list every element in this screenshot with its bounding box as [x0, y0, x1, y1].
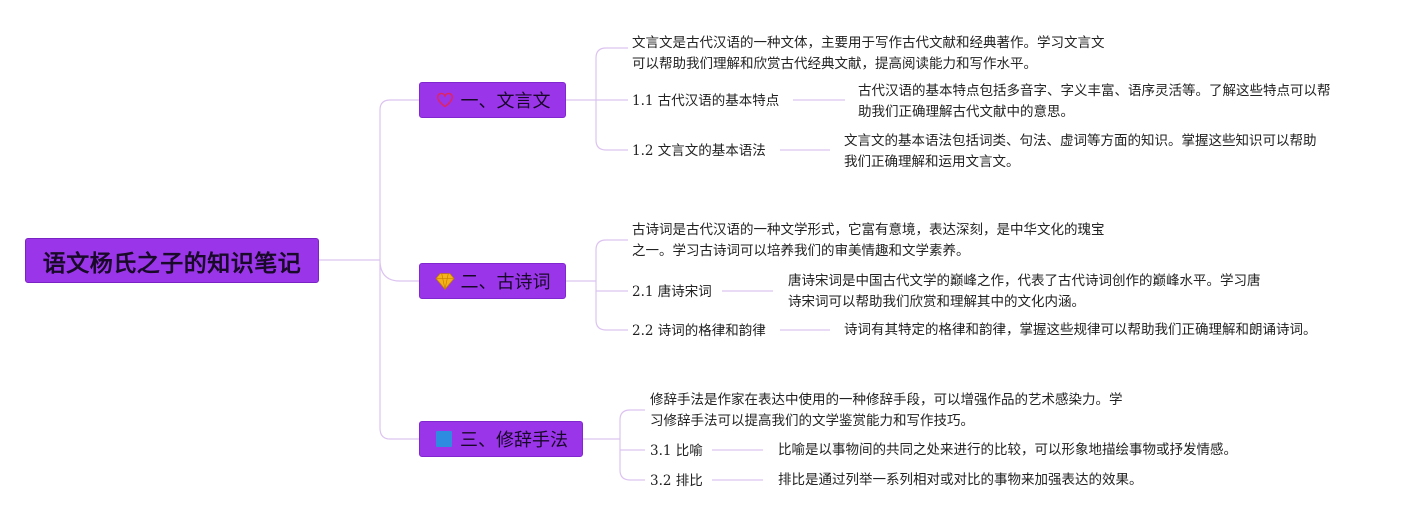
trunk-connector	[379, 99, 419, 440]
branch-2-connector	[566, 239, 628, 331]
sub-label-1-1[interactable]: 1.1 古代汉语的基本特点	[632, 93, 780, 109]
detail-text-3-1: 比喻是以事物间的共同之处来进行的比较，可以形象地描绘事物或抒发情感。	[778, 442, 1237, 458]
intro-text-1: 文言文是古代汉语的一种文体，主要用于写作古代文献和经典著作。学习文言文 可以帮助…	[632, 35, 1105, 72]
intro-text-2: 古诗词是古代汉语的一种文学形式，它富有意境，表达深刻，是中华文化的瑰宝 之一。学…	[632, 222, 1105, 259]
diamond-icon	[434, 271, 455, 291]
branch-node-xiucishoufa[interactable]: 三、修辞手法	[419, 421, 583, 457]
branch-1-connector	[566, 47, 628, 151]
sub-label-2-1[interactable]: 2.1 唐诗宋词	[632, 284, 712, 300]
sub-label-1-2[interactable]: 1.2 文言文的基本语法	[632, 143, 766, 159]
root-node[interactable]: 语文杨氏之子的知识笔记	[25, 238, 319, 283]
detail-text-1-1: 古代汉语的基本特点包括多音字、字义丰富、语序灵活等。了解这些特点可以帮 助我们正…	[858, 83, 1331, 120]
detail-text-2-2: 诗词有其特定的格律和韵律，掌握这些规律可以帮助我们正确理解和朗诵诗词。	[844, 322, 1317, 338]
branch-node-wenyanwen[interactable]: 一、文言文	[419, 82, 566, 118]
intro-text-3: 修辞手法是作家在表达中使用的一种修辞手段，可以增强作品的艺术感染力。学 习修辞手…	[650, 392, 1123, 429]
branch-title: 一、文言文	[460, 91, 551, 112]
branch-title: 三、修辞手法	[460, 430, 568, 451]
branch-node-gushici[interactable]: 二、古诗词	[419, 263, 566, 299]
sub-label-2-2[interactable]: 2.2 诗词的格律和韵律	[632, 323, 766, 339]
heart-icon	[435, 90, 455, 110]
branch-title: 二、古诗词	[460, 272, 551, 293]
detail-text-3-2: 排比是通过列举一系列相对或对比的事物来加强表达的效果。	[778, 472, 1143, 488]
branch-3-connector	[583, 409, 645, 481]
sub-label-3-1[interactable]: 3.1 比喻	[650, 443, 703, 459]
sub-label-3-2[interactable]: 3.2 排比	[650, 473, 703, 489]
detail-text-1-2: 文言文的基本语法包括词类、句法、虚词等方面的知识。掌握这些知识可以帮助 我们正确…	[844, 133, 1317, 170]
detail-text-2-1: 唐诗宋词是中国古代文学的巅峰之作，代表了古代诗词创作的巅峰水平。学习唐 诗宋词可…	[788, 273, 1261, 310]
blue-square-icon	[434, 429, 454, 449]
